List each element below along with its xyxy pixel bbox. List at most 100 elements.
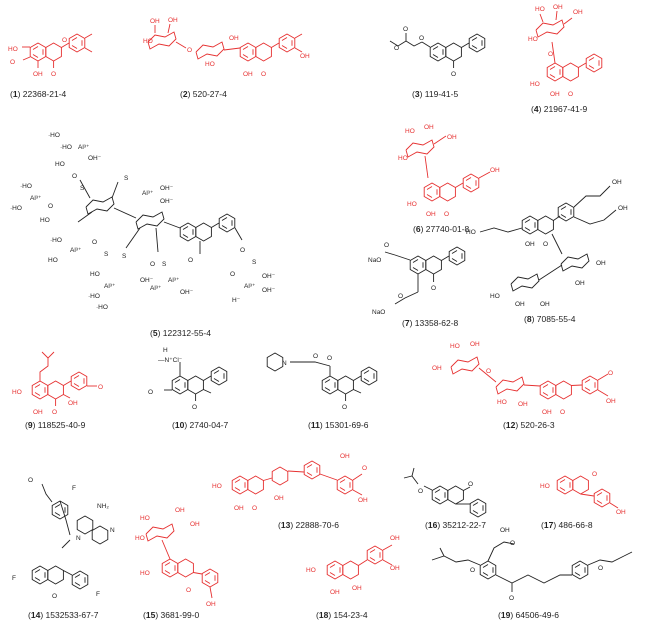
cas-number: 21967-41-9 — [544, 104, 588, 114]
svg-text:OH: OH — [229, 35, 239, 42]
svg-text:O: O — [384, 242, 389, 249]
svg-text:·HO: ·HO — [50, 237, 62, 244]
svg-text:OH: OH — [616, 509, 626, 516]
svg-text:OH: OH — [550, 91, 560, 98]
svg-text:HO: HO — [398, 155, 408, 162]
svg-text:·HO: ·HO — [96, 304, 108, 311]
compound-number: 12 — [506, 420, 516, 430]
svg-text:HO: HO — [140, 570, 150, 577]
caption-18: (18) 154-23-4 — [316, 610, 368, 620]
structure-1 — [22, 33, 93, 68]
svg-text:O: O — [592, 471, 597, 478]
cas-number: 118525-40-9 — [38, 420, 86, 430]
svg-text:OH⁻: OH⁻ — [262, 287, 276, 294]
svg-text:O: O — [509, 595, 514, 602]
structure-13 — [231, 460, 363, 496]
cas-number: 3681-99-0 — [161, 610, 200, 620]
svg-text:OH: OH — [175, 507, 185, 514]
compound-number: 15 — [146, 610, 156, 620]
svg-text:O: O — [10, 59, 15, 66]
svg-text:OH: OH — [206, 601, 216, 608]
compound-number: 18 — [319, 610, 329, 620]
svg-text:O: O — [568, 91, 573, 98]
caption-1: (1) 22368-21-4 — [10, 89, 67, 99]
svg-text:O: O — [403, 26, 408, 33]
caption-2: (2) 520-27-4 — [180, 89, 227, 99]
caption-16: (16) 35212-22-7 — [425, 520, 486, 530]
svg-text:HO: HO — [140, 515, 150, 522]
svg-text:O: O — [62, 37, 67, 44]
svg-text:O: O — [327, 355, 332, 362]
caption-19: (19) 64506-49-6 — [498, 610, 559, 620]
compound-number: 13 — [281, 520, 291, 530]
svg-text:OH: OH — [525, 241, 535, 248]
svg-text:HO: HO — [143, 38, 153, 45]
svg-text:NaO: NaO — [372, 309, 385, 316]
svg-text:O: O — [48, 203, 53, 210]
structure-19 — [431, 541, 633, 592]
svg-text:HO: HO — [407, 201, 417, 208]
svg-text:HO: HO — [48, 257, 58, 264]
svg-text:OH: OH — [68, 400, 78, 407]
svg-text:N: N — [76, 535, 81, 542]
cas-number: 15301-69-6 — [325, 420, 369, 430]
svg-text:HO: HO — [40, 217, 50, 224]
cas-number: 64506-49-6 — [516, 610, 560, 620]
svg-text:OH: OH — [190, 521, 200, 528]
svg-text:HO: HO — [540, 483, 550, 490]
caption-12: (12) 520-26-3 — [503, 420, 555, 430]
svg-text:O: O — [451, 71, 456, 78]
svg-text:O: O — [52, 593, 57, 600]
structure-6 — [405, 135, 491, 202]
svg-text:Al³⁺: Al³⁺ — [168, 277, 180, 284]
svg-text:O: O — [187, 47, 192, 54]
caption-5: (5) 122312-55-4 — [150, 328, 211, 338]
svg-text:OH: OH — [432, 365, 442, 372]
compound-number: 16 — [428, 520, 438, 530]
cas-number: 22888-70-6 — [296, 520, 340, 530]
compound-number: 19 — [501, 610, 511, 620]
structure-16 — [403, 467, 487, 518]
svg-text:Al³⁺: Al³⁺ — [244, 283, 256, 290]
svg-text:OH⁻: OH⁻ — [140, 277, 154, 284]
svg-text:OH: OH — [618, 205, 628, 212]
structure-9 — [31, 351, 97, 406]
svg-text:S: S — [252, 259, 257, 266]
svg-text:·HO: ·HO — [20, 183, 32, 190]
svg-text:O: O — [186, 587, 191, 594]
svg-text:O: O — [543, 241, 548, 248]
compound-number: 10 — [175, 420, 185, 430]
svg-text:OH: OH — [168, 17, 178, 24]
cas-number: 154-23-4 — [334, 610, 368, 620]
svg-text:O: O — [313, 353, 318, 360]
svg-text:OH: OH — [330, 589, 340, 596]
caption-6: (6) 27740-01-8 — [413, 224, 470, 234]
svg-text:·HO: ·HO — [88, 293, 100, 300]
svg-text:·HO: ·HO — [48, 132, 60, 139]
svg-text:O: O — [560, 409, 565, 416]
compound-number: 6 — [416, 224, 421, 234]
svg-text:HO: HO — [450, 343, 460, 350]
caption-13: (13) 22888-70-6 — [278, 520, 339, 530]
svg-text:OH: OH — [612, 179, 622, 186]
svg-text:H: H — [163, 347, 168, 354]
svg-text:O: O — [394, 45, 399, 52]
svg-text:N: N — [110, 527, 115, 534]
svg-text:O: O — [444, 211, 449, 218]
svg-text:S: S — [104, 251, 109, 258]
caption-4: (4) 21967-41-9 — [531, 104, 588, 114]
svg-text:HO: HO — [497, 399, 507, 406]
caption-14: (14) 1532533-67-7 — [28, 610, 99, 620]
structure-12 — [450, 356, 609, 400]
svg-text:Al³⁺: Al³⁺ — [70, 247, 82, 254]
caption-8: (8) 7085-55-4 — [524, 314, 576, 324]
svg-text:S: S — [80, 185, 85, 192]
svg-text:—N⁺Cl⁻: —N⁺Cl⁻ — [158, 357, 183, 364]
svg-text:OH: OH — [352, 585, 362, 592]
compound-number: 5 — [153, 328, 158, 338]
structure-5 — [77, 179, 243, 254]
caption-7: (7) 13358-62-8 — [402, 318, 459, 328]
svg-text:NaO: NaO — [368, 257, 381, 264]
cas-number: 7085-55-4 — [537, 314, 576, 324]
